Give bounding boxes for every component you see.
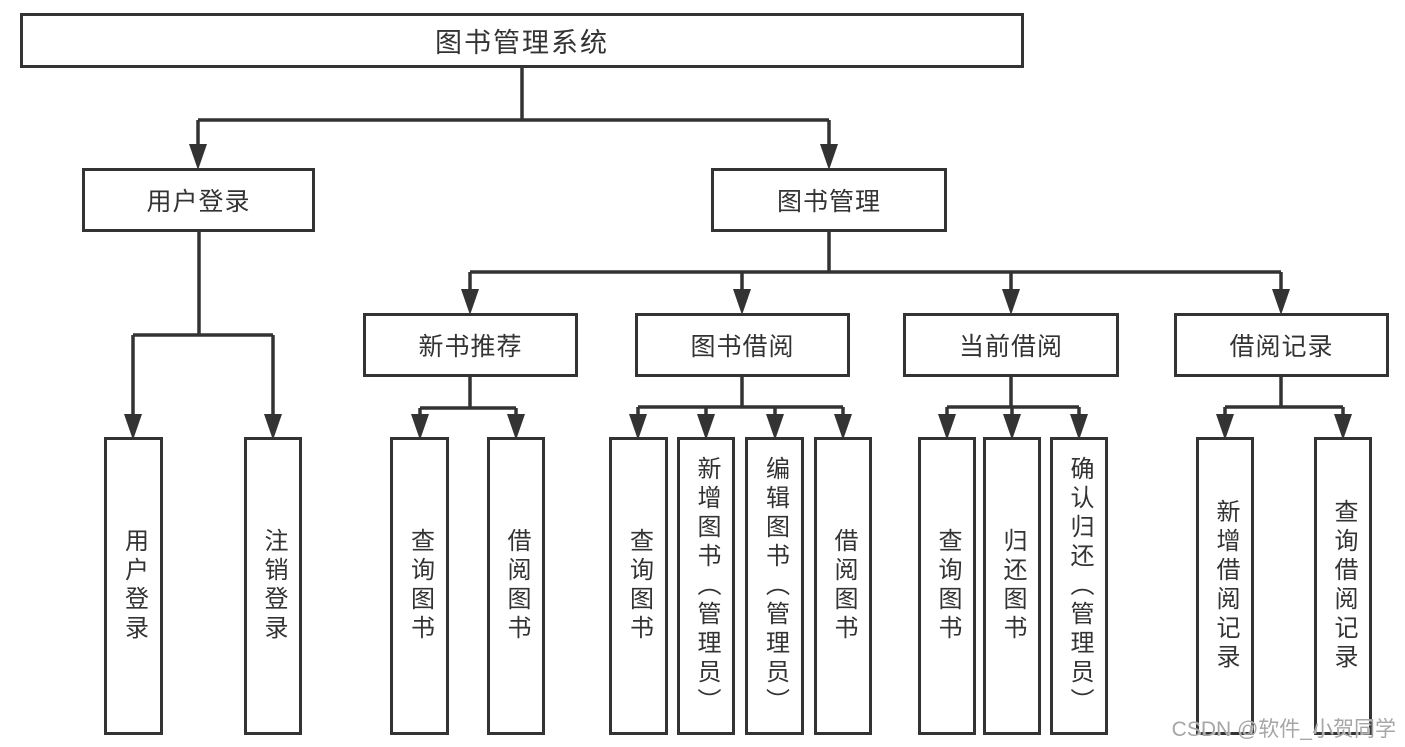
connector-root-bus: [196, 68, 831, 146]
leaf-add-borrow-record: 新增借阅记录: [1196, 437, 1254, 735]
connector-group4-bus: [1223, 377, 1345, 416]
leaf-query-book-3: 查询图书: [918, 437, 976, 735]
leaf-query-book-2: 查询图书: [609, 437, 668, 735]
leaf-return-book: 归还图书: [983, 437, 1041, 735]
leaf-add-book-admin: 新增图书（管理员）: [677, 437, 735, 735]
leaf-confirm-return-admin: 确认归还（管理员）: [1050, 437, 1108, 735]
node-borrow-records: 借阅记录: [1174, 313, 1389, 377]
arrowhead: [461, 289, 479, 315]
node-system-root: 图书管理系统: [20, 13, 1024, 68]
arrowhead: [189, 144, 207, 170]
leaf-borrow-book-2: 借阅图书: [814, 437, 872, 735]
connector-group2-bus: [636, 377, 845, 416]
csdn-watermark: CSDN @软件_小贺同学: [1171, 718, 1396, 741]
arrowhead: [1272, 289, 1290, 315]
arrowhead: [1002, 289, 1020, 315]
node-book-management: 图书管理: [711, 168, 947, 232]
connector-login-bus: [131, 232, 275, 416]
node-book-borrow: 图书借阅: [635, 313, 850, 377]
node-new-book-recommend: 新书推荐: [363, 313, 578, 377]
connector-group3-bus: [945, 377, 1081, 416]
leaf-query-borrow-record: 查询借阅记录: [1314, 437, 1372, 735]
leaf-user-login: 用户登录: [104, 437, 163, 735]
arrowhead: [733, 289, 751, 315]
connector-mgmt-bus: [468, 232, 1283, 291]
leaf-borrow-book-1: 借阅图书: [487, 437, 545, 735]
arrowhead: [820, 144, 838, 170]
node-current-borrow: 当前借阅: [903, 313, 1119, 377]
leaf-query-book-1: 查询图书: [390, 437, 449, 735]
node-user-login: 用户登录: [82, 168, 315, 232]
connector-group1-bus: [418, 377, 518, 416]
leaf-logout: 注销登录: [244, 437, 302, 735]
leaf-edit-book-admin: 编辑图书（管理员）: [745, 437, 804, 735]
